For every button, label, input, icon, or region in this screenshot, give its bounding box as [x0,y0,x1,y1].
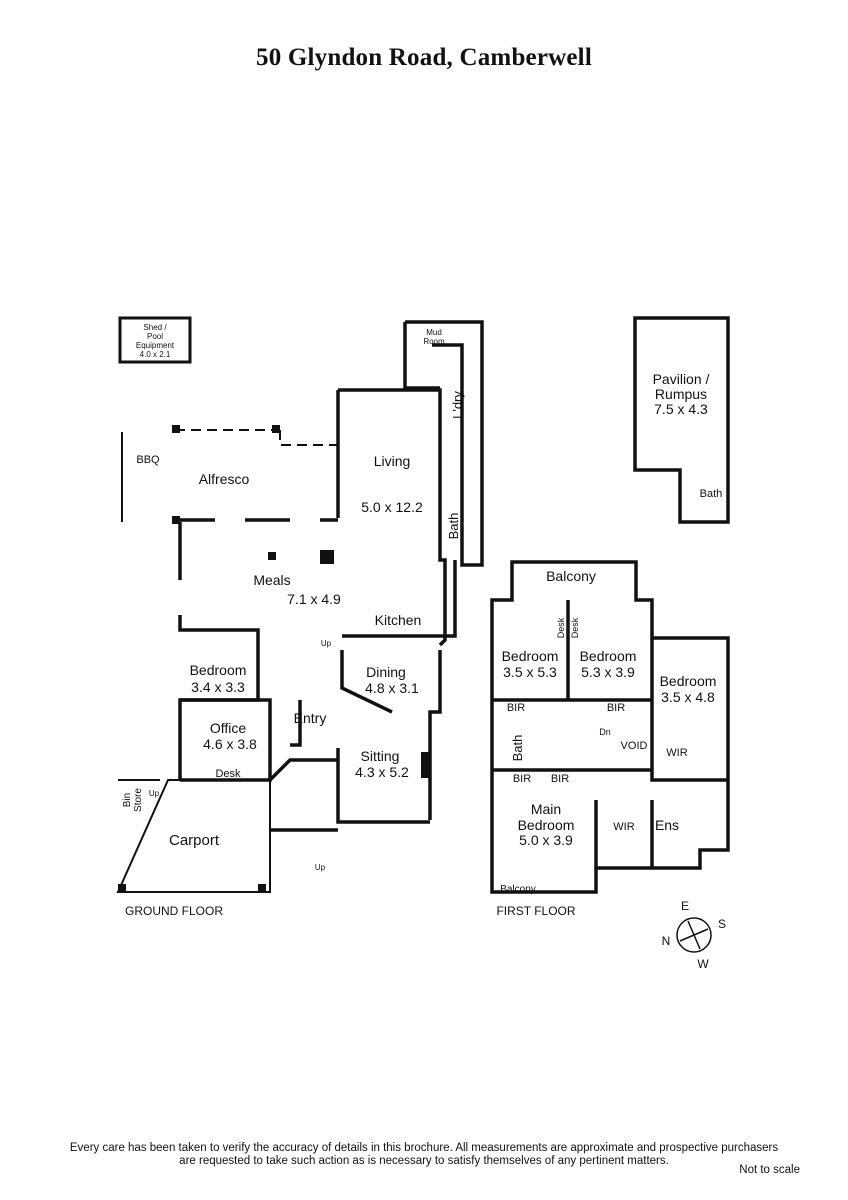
living-label: Living [374,453,411,469]
alfresco-post [172,516,180,524]
main-bedroom-label: Main [531,801,561,817]
bedroom-label: Bedroom [580,648,637,664]
dining-label: Dining [366,664,406,680]
office-dim: 4.6 x 3.8 [203,736,257,752]
disclaimer: Every care has been taken to verify the … [0,1142,848,1168]
dn-label: Dn [599,727,611,737]
wir-label: WIR [613,821,634,833]
living-dim: 5.0 x 12.2 [361,499,423,515]
desk-label: Desk [570,617,580,638]
meals-walls [178,522,260,780]
shed-outline [118,316,192,364]
meals-post [320,550,334,564]
floor-label-ground: GROUND FLOOR [125,904,223,918]
desk-label: Desk [556,617,566,638]
first-floor-internal [492,600,728,868]
pavilion-label: Rumpus [655,386,707,402]
meals-dim: 7.1 x 4.9 [287,591,341,607]
alfresco-label: Alfresco [199,471,250,487]
bedroom-dim: 3.4 x 3.3 [191,679,245,695]
pavilion-label: Pavilion / [653,371,710,387]
svg-text:N: N [662,934,671,948]
shed-label: Shed / [143,323,167,332]
bir-label: BIR [513,773,531,785]
carport-walls [116,779,271,893]
stair-up-label: Up [149,789,160,798]
entry-label: Entry [294,710,327,726]
bedroom-label: Bedroom [502,648,559,664]
pavilion-bath-label: Bath [700,488,723,500]
alfresco-outline [175,429,338,446]
bedroom-dim: 3.5 x 5.3 [503,664,557,680]
main-bedroom-label: Bedroom [518,817,575,833]
svg-text:E: E [681,899,689,913]
bir-label: BIR [507,702,525,714]
mudroom-label: Mud [426,328,442,337]
alfresco-post [172,425,180,433]
bir-label: BIR [607,702,625,714]
office-label: Office [210,720,247,736]
plan-title: 50 Glyndon Road, Camberwell [256,44,592,71]
carport-post [258,884,266,892]
pavilion-outline [633,316,730,524]
entry-walls [268,758,338,832]
carport-label: Carport [169,832,220,849]
stair-up-label: Up [315,863,326,872]
bedroom-label: Bedroom [190,662,247,678]
shed-label: Pool [147,332,163,341]
laundry-label: L'dry [450,391,465,419]
alfresco-post [272,425,280,433]
floor-label-first: FIRST FLOOR [496,904,575,918]
first-floor-outline [490,560,730,894]
sitting-label: Sitting [361,748,400,764]
balcony-label: Balcony [546,568,596,584]
balcony-label: Balcony [500,884,536,895]
meals-post [268,552,276,560]
svg-text:W: W [697,957,709,971]
not-to-scale-note: Not to scale [739,1164,800,1176]
shed-label: Equipment [136,341,175,350]
living-walls [338,388,447,647]
bedroom-label: Bedroom [660,673,717,689]
mudroom-label: Room [423,337,445,346]
sitting-walls [336,748,430,824]
wir-label: WIR [666,747,687,759]
ground-bath-label: Bath [446,513,461,540]
meals-label: Meals [253,572,290,588]
shed-dim: 4.0 x 2.1 [140,350,171,359]
bir-label: BIR [551,773,569,785]
bbq-label: BBQ [136,454,160,466]
stair-up-label: Up [321,639,332,648]
ensuite-label: Ens [655,817,679,833]
disclaimer-line: Every care has been taken to verify the … [69,1142,779,1154]
bedroom-dim: 5.3 x 3.9 [581,664,635,680]
fireplace [421,752,430,778]
void-label: VOID [621,740,648,752]
dining-dim: 4.8 x 3.1 [365,680,419,696]
bin-store-label: Store [133,788,144,812]
main-bedroom-dim: 5.0 x 3.9 [519,832,573,848]
pavilion-dim: 7.5 x 4.3 [654,401,708,417]
compass: E S N W [662,899,726,971]
first-bath-label: Bath [510,735,525,762]
svg-text:S: S [718,917,726,931]
kitchen-label: Kitchen [375,612,422,628]
bedroom-dim: 3.5 x 4.8 [661,689,715,705]
bin-store-label: Bin [122,793,133,807]
disclaimer-line: are requested to take such action as is … [179,1155,669,1167]
kitchen-wall [342,560,457,638]
carport-post [118,884,126,892]
mudroom-laundry-walls [403,320,484,567]
sitting-dim: 4.3 x 5.2 [355,764,409,780]
desk-label: Desk [215,768,241,780]
